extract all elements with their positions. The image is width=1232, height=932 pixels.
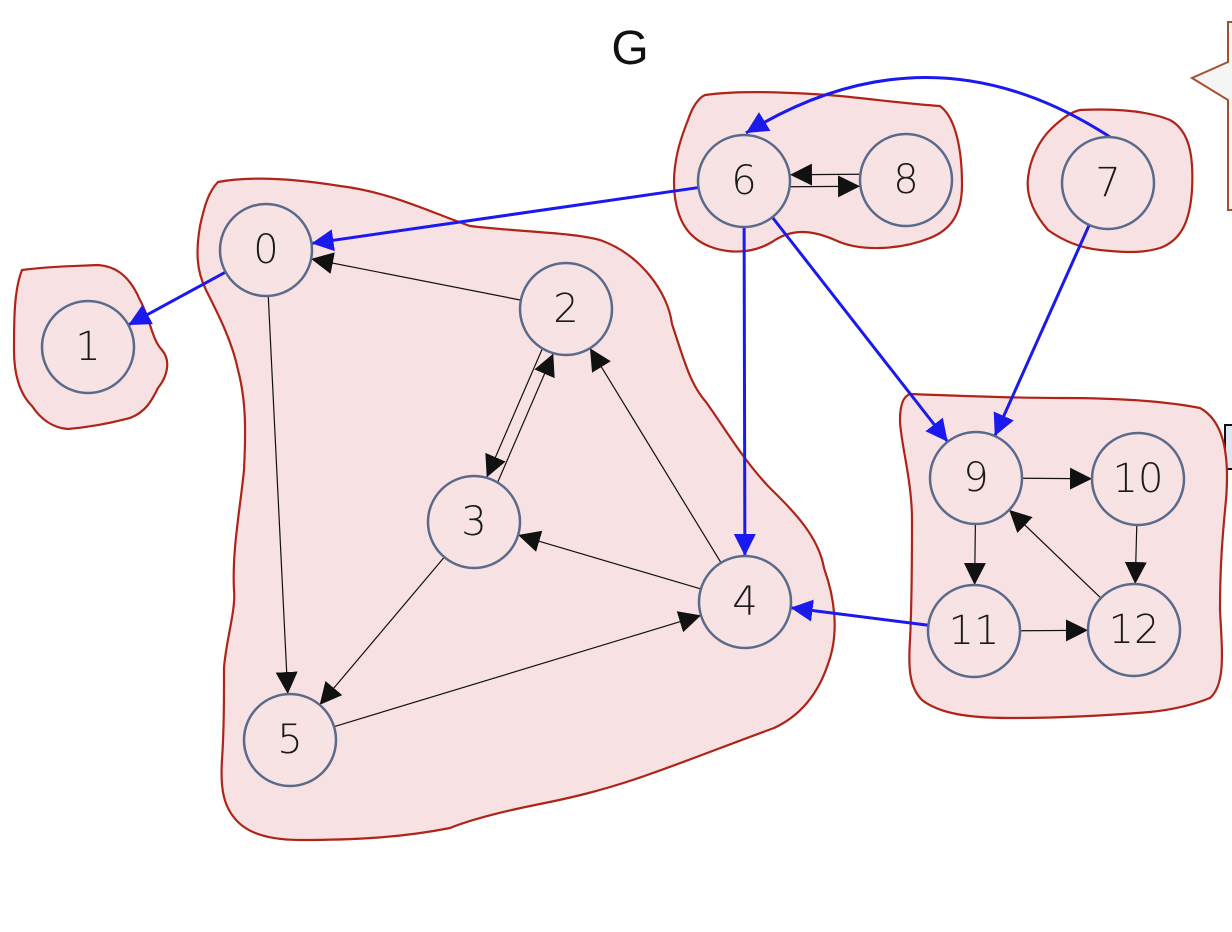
node-3-label: 3: [461, 499, 486, 545]
node-3: 3: [426, 474, 522, 570]
node-12-label: 12: [1109, 607, 1160, 653]
node-1-circle: [40, 299, 136, 395]
edge-6-to-4: [733, 226, 756, 557]
node-7: 7: [1060, 135, 1156, 231]
node-5: 5: [242, 692, 338, 788]
edge-7-to-6: [745, 76, 1111, 139]
edge-4-to-3: [517, 530, 702, 590]
node-11-label: 11: [949, 608, 1000, 654]
edge-9-to-11: [963, 523, 986, 586]
node-6-circle: [696, 133, 792, 229]
edge-6-to-0: [311, 186, 699, 252]
node-12-circle: [1086, 582, 1182, 678]
edge-7-to-9: [993, 224, 1091, 437]
node-8-label: 8: [893, 157, 918, 203]
node-6: 6: [696, 133, 792, 229]
node-12: 12: [1086, 582, 1182, 678]
edge-3-to-5: [319, 556, 445, 706]
node-9: 9: [928, 430, 1024, 526]
node-4-label: 4: [732, 579, 757, 625]
edge-3-to-2: [497, 353, 555, 483]
node-1: 1: [40, 299, 136, 395]
node-4-circle: [697, 554, 793, 650]
node-5-label: 5: [277, 717, 302, 763]
node-10: 10: [1090, 431, 1186, 527]
edges-layer: [127, 76, 1147, 728]
node-2-label: 2: [553, 286, 578, 332]
node-10-circle: [1090, 431, 1186, 527]
node-10-label: 10: [1113, 456, 1164, 502]
edge-0-to-5: [267, 295, 298, 695]
node-6-label: 6: [731, 158, 756, 204]
node-4: 4: [697, 554, 793, 650]
node-8: 8: [858, 132, 954, 228]
nodes-layer: 0 1 2 3 4 5 6 7: [40, 132, 1186, 788]
node-0: 0: [218, 202, 314, 298]
node-9-label: 9: [963, 455, 988, 501]
node-0-label: 0: [253, 227, 278, 273]
edge-0-to-1: [127, 270, 227, 327]
edge-5-to-4: [333, 611, 702, 728]
edge-4-to-2: [589, 347, 722, 564]
edge-11-to-4: [790, 599, 929, 627]
node-7-label: 7: [1095, 160, 1120, 206]
node-11: 11: [926, 583, 1022, 679]
edge-2-to-3: [485, 348, 543, 478]
node-1-label: 1: [75, 324, 100, 370]
node-7-circle: [1060, 135, 1156, 231]
node-11-circle: [926, 583, 1022, 679]
graph-title: G: [611, 22, 648, 75]
node-0-circle: [218, 202, 314, 298]
edge-10-to-12: [1124, 524, 1147, 585]
components-layer: [12, 90, 1229, 842]
node-8-circle: [858, 132, 954, 228]
node-2: 2: [518, 261, 614, 357]
edge-12-to-9: [1008, 509, 1102, 599]
node-9-circle: [928, 430, 1024, 526]
node-3-circle: [426, 474, 522, 570]
edge-6-to-9: [771, 216, 949, 443]
node-2-circle: [518, 261, 614, 357]
edge-2-to-0: [311, 252, 521, 301]
node-5-circle: [242, 692, 338, 788]
partial-callout-shape: [1189, 21, 1232, 211]
